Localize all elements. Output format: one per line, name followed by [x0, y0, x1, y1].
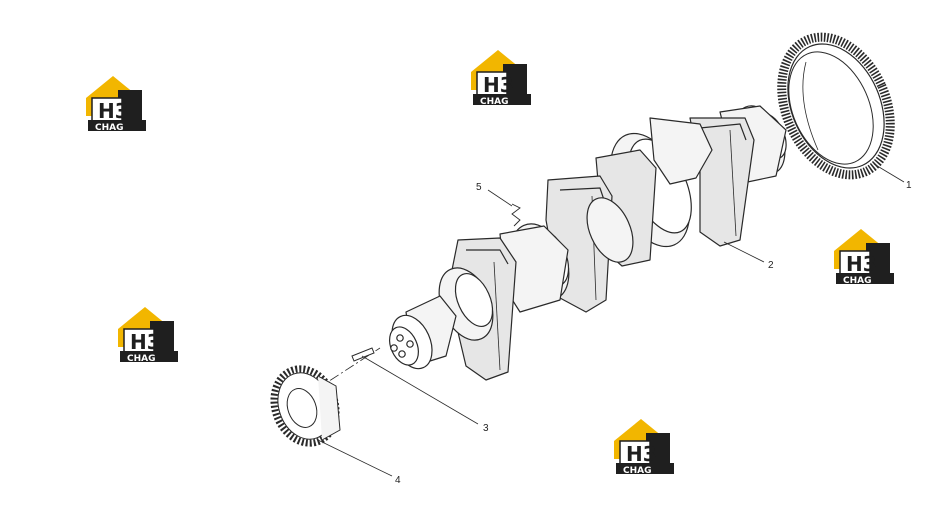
crankshaft-part-2 [389, 105, 787, 381]
small-pin-part-5 [511, 203, 521, 227]
watermark-main-text: H3 [846, 252, 877, 276]
crank-gear-part-4 [270, 365, 341, 447]
watermark-sub-text: CHAG [127, 354, 156, 364]
watermark-logo: H3 CHAG [469, 48, 533, 107]
callout-2: 2 [768, 260, 774, 271]
watermark-logo: H3 CHAG [84, 74, 148, 133]
watermark-main-text: H3 [98, 99, 129, 123]
watermark-logo: H3 CHAG [612, 417, 676, 476]
callout-3: 3 [483, 423, 489, 434]
callout-5: 5 [476, 182, 482, 193]
watermark-main-text: H3 [483, 73, 514, 97]
watermark-sub-text: CHAG [480, 97, 509, 107]
watermark-logo: H3 CHAG [116, 305, 180, 364]
leader-line-5 [487, 189, 513, 207]
ring-gear-part-1 [777, 32, 895, 180]
watermark-sub-text: CHAG [623, 466, 652, 476]
leader-line-4 [317, 439, 393, 477]
leader-line-1 [873, 163, 905, 183]
watermark-main-text: H3 [626, 442, 657, 466]
leader-lines [317, 163, 905, 477]
watermark-sub-text: CHAG [95, 123, 124, 133]
callout-4: 4 [395, 475, 401, 486]
watermark-main-text: H3 [130, 330, 161, 354]
leader-line-3 [361, 355, 479, 425]
callout-1: 1 [906, 180, 912, 191]
dowel-pin-part-3 [351, 347, 375, 362]
watermark-sub-text: CHAG [843, 276, 872, 286]
watermark-logo: H3 CHAG [832, 227, 896, 286]
leader-line-2 [723, 241, 765, 263]
